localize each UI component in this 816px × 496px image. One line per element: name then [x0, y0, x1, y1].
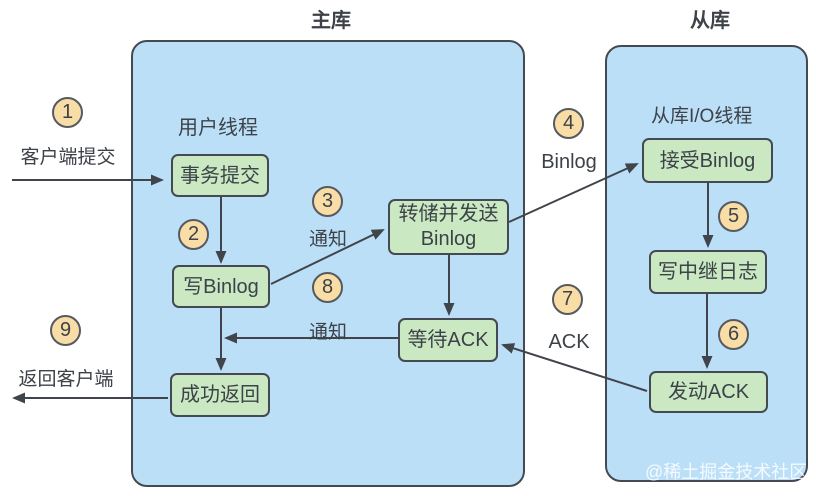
- step-8-badge: 8: [312, 272, 343, 303]
- write-binlog-node: 写Binlog: [172, 265, 270, 308]
- master-title: 主库: [311, 10, 351, 32]
- step-9-badge: 9: [50, 315, 81, 346]
- step-4-label: Binlog: [541, 151, 597, 173]
- step-7-badge: 7: [552, 284, 583, 315]
- dump-send-line1: 转储并发送: [398, 203, 499, 225]
- dump-send-binlog-node: 转储并发送 Binlog: [388, 199, 509, 255]
- send-ack-node: 发动ACK: [649, 371, 768, 413]
- dump-send-line2: Binlog: [420, 228, 477, 250]
- master-panel: [131, 40, 525, 487]
- step-9-label: 返回客户端: [18, 369, 114, 390]
- step-5-badge: 5: [718, 201, 749, 232]
- step-7-label: ACK: [548, 331, 590, 353]
- receive-binlog-node: 接受Binlog: [642, 138, 773, 183]
- watermark: @稀土掘金技术社区: [645, 462, 808, 482]
- step-4-badge: 4: [553, 108, 584, 139]
- slave-io-thread-label: 从库I/O线程: [651, 106, 753, 127]
- user-thread-label: 用户线程: [178, 117, 258, 139]
- step-3-label: 通知: [308, 229, 347, 250]
- step-6-badge: 6: [718, 319, 749, 350]
- step-1-badge: 1: [52, 97, 83, 128]
- step-1-label: 客户端提交: [20, 147, 116, 168]
- slave-title: 从库: [690, 10, 730, 32]
- commit-node: 事务提交: [171, 154, 269, 197]
- step-2-badge: 2: [178, 219, 209, 250]
- success-return-node: 成功返回: [170, 373, 270, 417]
- step-8-label: 通知: [308, 322, 347, 343]
- write-relay-log-node: 写中继日志: [649, 250, 767, 294]
- wait-ack-node: 等待ACK: [398, 318, 498, 362]
- step-3-badge: 3: [312, 186, 343, 217]
